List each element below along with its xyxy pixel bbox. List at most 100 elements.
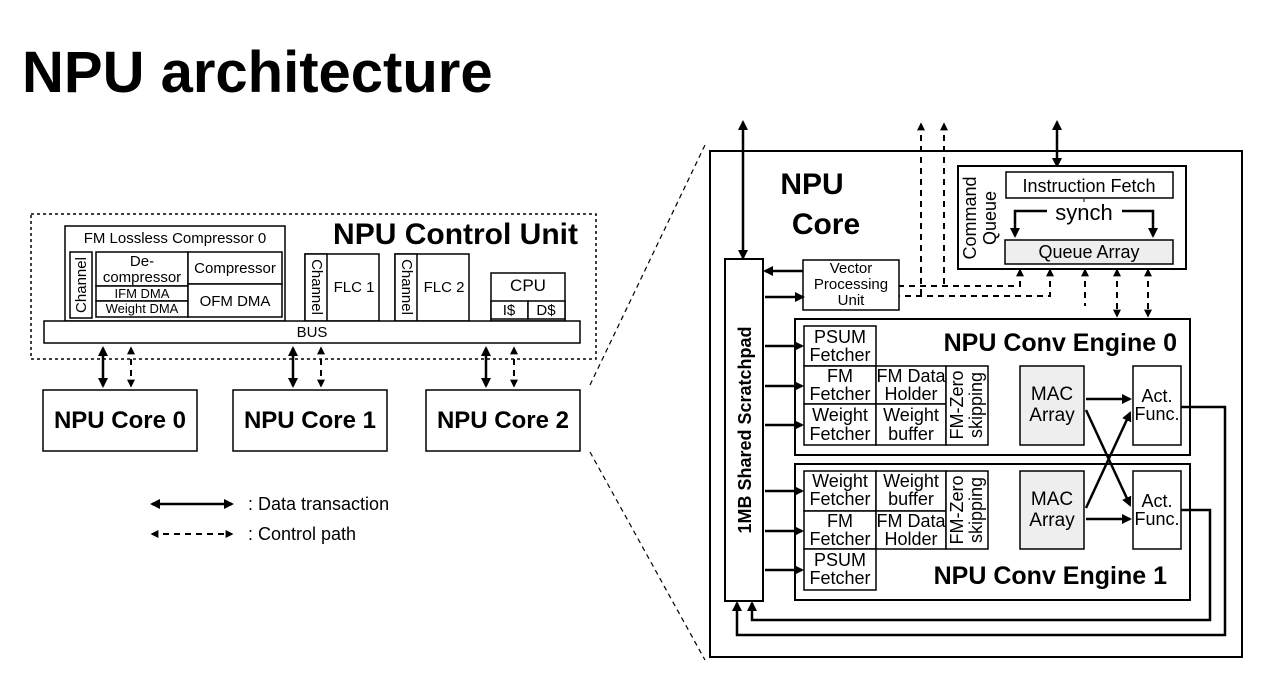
npu-core-title-2: Core — [792, 208, 860, 241]
control-unit-title: NPU Control Unit — [333, 218, 578, 251]
engine1-psum-label-2: Fetcher — [809, 568, 870, 588]
queue-array-block — [1004, 239, 1174, 265]
ifm-dma-label: IFM DMA — [115, 286, 170, 301]
npu-control-unit: NPU Control Unit FM Lossless Compressor … — [30, 213, 597, 360]
engine0-weight-buffer-label-1: Weight — [883, 405, 939, 425]
engine1-fm-fetcher-label-2: Fetcher — [809, 529, 870, 549]
channel-label-0: Channel — [73, 257, 90, 313]
vpu-label-2: Processing — [814, 276, 888, 293]
decompressor-label-2: compressor — [103, 269, 181, 286]
engine1-act-func — [1132, 470, 1182, 550]
npu-core-detail: NPU Core Command Queue Instruction Fetch… — [709, 120, 1243, 658]
icache-label: I$ — [503, 302, 516, 319]
npu-cores: NPU Core 0 NPU Core 1 NPU Core 2 — [42, 389, 581, 452]
engine0-fm-data-holder-label-1: FM Data — [876, 366, 946, 386]
act1-output-feedback — [747, 508, 1212, 622]
synch-arrow-left — [1010, 209, 1047, 238]
npu-core-title-1: NPU — [780, 168, 843, 201]
bus-label: BUS — [297, 324, 328, 341]
dcache-block — [527, 300, 566, 320]
npu-core-0-block — [42, 389, 198, 452]
engine1-fm-data-holder-label-1: FM Data — [876, 511, 946, 531]
queue-array-label: Queue Array — [1038, 242, 1139, 262]
engine0-psum-label-1: PSUM — [814, 327, 866, 347]
mac1-to-act0-arrow — [1084, 411, 1132, 509]
zoom-line-top — [589, 144, 706, 386]
engine1-mac-label-1: MAC — [1031, 489, 1073, 510]
bus-block — [43, 320, 581, 344]
engine0-fm-fetcher-label-2: Fetcher — [809, 384, 870, 404]
engine0-act-label-2: Func. — [1134, 404, 1179, 424]
cpu-label: CPU — [510, 276, 546, 295]
shared-scratchpad-block — [724, 258, 764, 602]
engine0-fm-zero-skipping — [945, 365, 989, 446]
engine1-act-label-2: Func. — [1134, 509, 1179, 529]
engine0-weight-fetcher — [803, 403, 877, 446]
engine1-mac-array — [1019, 470, 1085, 550]
engine0-weight-fetcher-label-2: Fetcher — [809, 424, 870, 444]
core-connections — [98, 346, 518, 388]
engine1-fm-zero-label-2: skipping — [966, 477, 986, 543]
engine1-psum-label-1: PSUM — [814, 550, 866, 570]
page-title: NPU architecture — [22, 40, 493, 105]
legend: : Data transaction : Control path — [150, 494, 389, 544]
legend-control-label: : Control path — [248, 524, 356, 544]
engine1-fm-fetcher-label-1: FM — [827, 511, 853, 531]
instruction-fetch-label: Instruction Fetch — [1022, 176, 1155, 196]
engine1-fm-zero-skipping — [945, 470, 989, 550]
conv-engine-0-title: NPU Conv Engine 0 — [944, 329, 1177, 357]
flc1-label: FLC 1 — [334, 279, 375, 296]
engine1-psum-fetcher — [803, 548, 877, 591]
engine0-psum-fetcher — [803, 325, 877, 367]
command-queue-label-2: Queue — [980, 191, 1000, 245]
vpu-label-3: Unit — [838, 292, 866, 309]
engine0-fm-data-holder — [875, 365, 947, 405]
control-path-vpu-2 — [899, 268, 1054, 297]
engine0-psum-label-2: Fetcher — [809, 345, 870, 365]
engine1-weight-buffer-label-2: buffer — [888, 489, 934, 509]
control-unit-boundary — [30, 213, 597, 360]
control-path-vpu-1 — [899, 268, 1024, 287]
engine0-fm-zero-label-1: FM-Zero — [947, 371, 967, 440]
zoom-line-bottom — [589, 451, 706, 661]
ofm-dma-block — [187, 283, 283, 318]
engine0-fm-data-holder-label-2: Holder — [884, 384, 937, 404]
engine1-fm-zero-label-1: FM-Zero — [947, 476, 967, 545]
npu-core-1-label: NPU Core 1 — [244, 407, 376, 434]
conv-engine-1-title: NPU Conv Engine 1 — [934, 562, 1167, 590]
decompressor-block — [95, 251, 189, 287]
fm-compressor-label: FM Lossless Compressor 0 — [84, 230, 267, 247]
dcache-label: D$ — [536, 302, 556, 319]
vpu-label-1: Vector — [830, 260, 873, 277]
synch-label: synch — [1055, 200, 1112, 225]
npu-core-0-label: NPU Core 0 — [54, 407, 186, 434]
channel-label-2: Channel — [398, 259, 415, 315]
engine1-mac-label-2: Array — [1029, 510, 1075, 531]
scratchpad-label: 1MB Shared Scratchpad — [735, 326, 755, 533]
command-queue-label-1: Command — [960, 176, 980, 259]
engine0-weight-fetcher-label-1: Weight — [812, 405, 868, 425]
legend-data-label: : Data transaction — [248, 494, 389, 514]
engine0-act-label-1: Act. — [1141, 386, 1172, 406]
channel-label-1: Channel — [308, 259, 325, 315]
engine0-fm-fetcher-label-1: FM — [827, 366, 853, 386]
compressor-block — [187, 251, 283, 285]
engine0-act-func — [1132, 365, 1182, 446]
engine1-weight-buffer-label-1: Weight — [883, 471, 939, 491]
engine0-fm-fetcher — [803, 365, 877, 405]
engine0-mac-label-1: MAC — [1031, 384, 1073, 405]
engine0-fm-zero-label-2: skipping — [966, 372, 986, 438]
npu-core-2-label: NPU Core 2 — [437, 407, 569, 434]
weight-dma-label: Weight DMA — [106, 301, 179, 316]
engine1-weight-fetcher-label-2: Fetcher — [809, 489, 870, 509]
mac0-to-act1-arrow — [1084, 409, 1132, 507]
npu-core-2-block — [425, 389, 581, 452]
engine0-weight-buffer-label-2: buffer — [888, 424, 934, 444]
ofm-dma-label: OFM DMA — [200, 293, 271, 310]
flc2-label: FLC 2 — [424, 279, 465, 296]
scratchpad-to-fetcher-arrows — [765, 341, 804, 575]
act0-output-feedback — [732, 405, 1227, 637]
decompressor-label-1: De- — [130, 253, 154, 270]
synch-arrow-right — [1122, 209, 1158, 238]
